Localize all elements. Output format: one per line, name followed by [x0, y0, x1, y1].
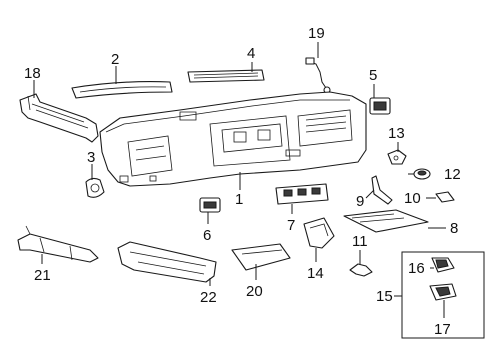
- part-18-duct: [19, 93, 99, 143]
- callout-3: 3: [87, 149, 95, 166]
- part-2-trim-strip: [71, 81, 173, 99]
- part-20-cover: [231, 243, 291, 271]
- part-21-support: [17, 225, 99, 263]
- callout-7: 7: [287, 217, 295, 234]
- callout-15: 15: [376, 288, 393, 305]
- callout-labels: 18 2 4 19 5 3 13 12 9 10 1 8 7 6 11 14 1…: [24, 25, 461, 338]
- leader-lines: [33, 42, 446, 318]
- part-11-bracket: [349, 263, 373, 277]
- callout-22: 22: [200, 289, 217, 306]
- callout-14: 14: [307, 265, 324, 282]
- callout-21: 21: [34, 267, 51, 284]
- callout-1: 1: [235, 191, 243, 208]
- callout-2: 2: [111, 51, 119, 68]
- part-9-bracket: [371, 175, 393, 205]
- part-14-bin: [303, 217, 335, 249]
- part-7-vent-panel: [275, 183, 329, 205]
- callout-19: 19: [308, 25, 325, 42]
- callout-13: 13: [388, 125, 405, 142]
- callout-5: 5: [369, 67, 377, 84]
- part-1-instrument-panel: [99, 91, 367, 187]
- callout-9: 9: [356, 193, 364, 210]
- callout-11: 11: [352, 233, 368, 250]
- callout-10: 10: [404, 190, 421, 207]
- part-5-switch: [369, 97, 391, 115]
- part-8-tray: [343, 209, 429, 233]
- part-6-switch: [199, 197, 221, 213]
- part-4-defrost-grille: [187, 69, 265, 83]
- callout-20: 20: [246, 283, 263, 300]
- callout-6: 6: [203, 227, 211, 244]
- callout-4: 4: [247, 45, 255, 62]
- callout-12: 12: [444, 166, 461, 183]
- part-12-grommet: [413, 168, 431, 180]
- callout-8: 8: [450, 220, 458, 237]
- part-13-bracket: [387, 149, 407, 165]
- inset-box-15: [401, 251, 485, 339]
- callout-18: 18: [24, 65, 41, 82]
- callout-16: 16: [408, 260, 425, 277]
- callout-17: 17: [434, 321, 451, 338]
- part-22-lower-duct: [117, 241, 217, 283]
- part-19-harness: [305, 57, 331, 94]
- part-10-clip: [435, 191, 455, 203]
- part-3-knob: [85, 177, 105, 198]
